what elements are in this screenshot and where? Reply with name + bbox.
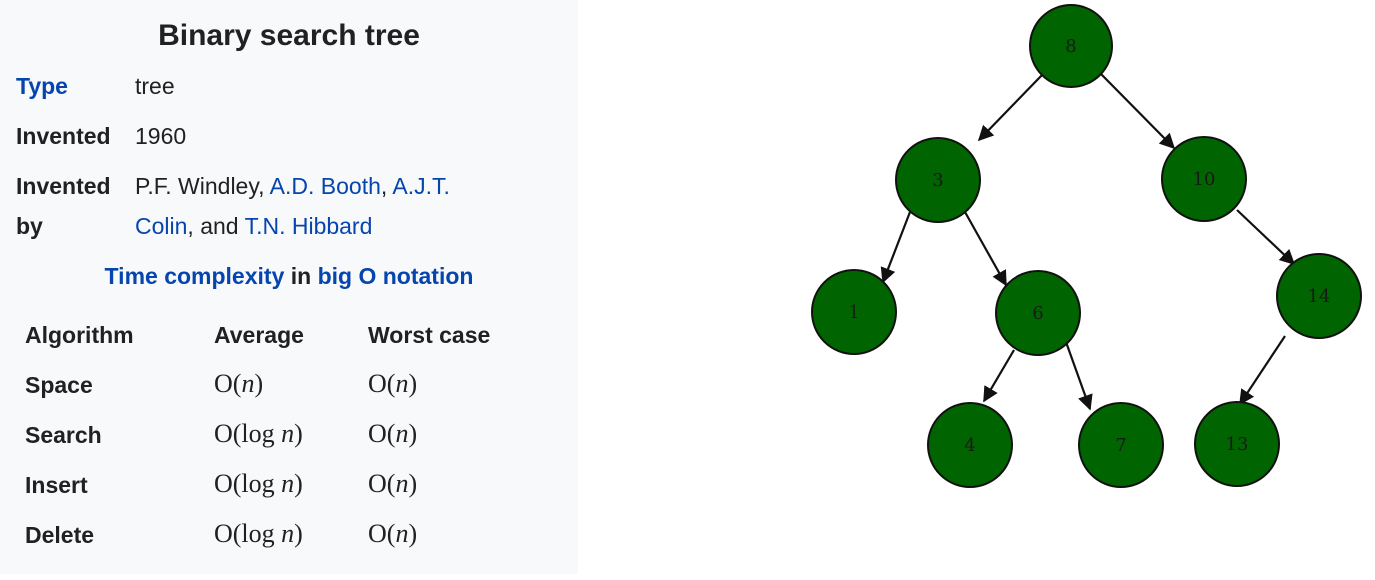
subheader-in: in [284,263,318,289]
inventor-hibbard-link[interactable]: T.N. Hibbard [244,213,373,239]
node-14: 14 [1276,253,1362,339]
node-13: 13 [1194,401,1280,487]
row-label-space: Space [25,372,93,398]
edge-8-10 [1100,73,1176,150]
node-label-1: 1 [848,302,859,323]
row-label-delete: Delete [25,522,95,548]
node-1: 1 [811,269,897,355]
invented-value: 1960 [135,123,187,149]
row-label-search: Search [25,422,102,448]
cell-insert-average: O(log n) [214,469,303,498]
node-6: 6 [995,270,1081,356]
cell-search-worst: O(n) [368,419,418,448]
node-4: 4 [927,402,1013,488]
node-label-10: 10 [1193,169,1216,190]
invented-by-label-line-1: Invented [16,173,111,199]
node-label-14: 14 [1308,286,1331,307]
infobox-title: Binary search tree [158,19,420,52]
column-header-algorithm: Algorithm [25,322,134,348]
cell-search-average: O(log n) [214,419,303,448]
inventor-windley: P.F. Windley, [135,173,270,199]
node-label-8: 8 [1065,36,1076,57]
cell-space-worst: O(n) [368,369,418,398]
time-complexity-link[interactable]: Time complexity [104,263,285,289]
type-value: tree [135,73,175,99]
inventor-booth-link[interactable]: A.D. Booth [269,173,381,199]
edge-3-6 [964,211,1007,287]
inventor-colin-link-part-1[interactable]: A.J.T. [392,173,450,199]
column-header-average: Average [214,322,304,348]
invented-label: Invented [16,123,111,149]
edge-6-4 [983,349,1015,403]
row-label-insert: Insert [25,472,88,498]
node-3: 3 [895,137,981,223]
invented-by-label: Invented by [16,166,111,246]
node-label-3: 3 [932,170,943,191]
cell-delete-worst: O(n) [368,519,418,548]
edge-8-3 [977,73,1044,142]
node-8: 8 [1029,4,1113,88]
time-complexity-header: Time complexity in big O notation [0,258,578,294]
big-o-notation-link[interactable]: big O notation [317,263,474,289]
edge-6-7 [1064,341,1093,411]
node-label-13: 13 [1226,434,1249,455]
inventor-separator: , [380,173,393,199]
type-label-link[interactable]: Type [16,73,68,99]
node-label-7: 7 [1115,435,1126,456]
invented-by-label-line-2: by [16,213,43,239]
edge-10-14 [1236,209,1296,266]
node-label-4: 4 [964,435,975,456]
cell-space-average: O(n) [214,369,264,398]
invented-by-value: P.F. Windley, A.D. Booth, A.J.T. Colin, … [135,166,450,246]
node-10: 10 [1161,136,1247,222]
cell-insert-worst: O(n) [368,469,418,498]
infobox: Binary search tree Type tree Invented 19… [0,0,578,574]
column-header-worst-case: Worst case [368,322,491,348]
node-label-6: 6 [1032,303,1043,324]
cell-delete-average: O(log n) [214,519,303,548]
bst-diagram: 8 3 10 1 6 14 4 7 [811,4,1362,488]
edge-14-13 [1239,335,1286,406]
edge-3-1 [880,211,912,284]
invented-by-line-2: Colin, and T.N. Hibbard [135,206,450,246]
inventor-and: , and [187,213,245,239]
inventor-colin-link-part-2[interactable]: Colin [135,213,188,239]
node-7: 7 [1078,402,1164,488]
invented-by-line-1: P.F. Windley, A.D. Booth, A.J.T. [135,166,450,206]
